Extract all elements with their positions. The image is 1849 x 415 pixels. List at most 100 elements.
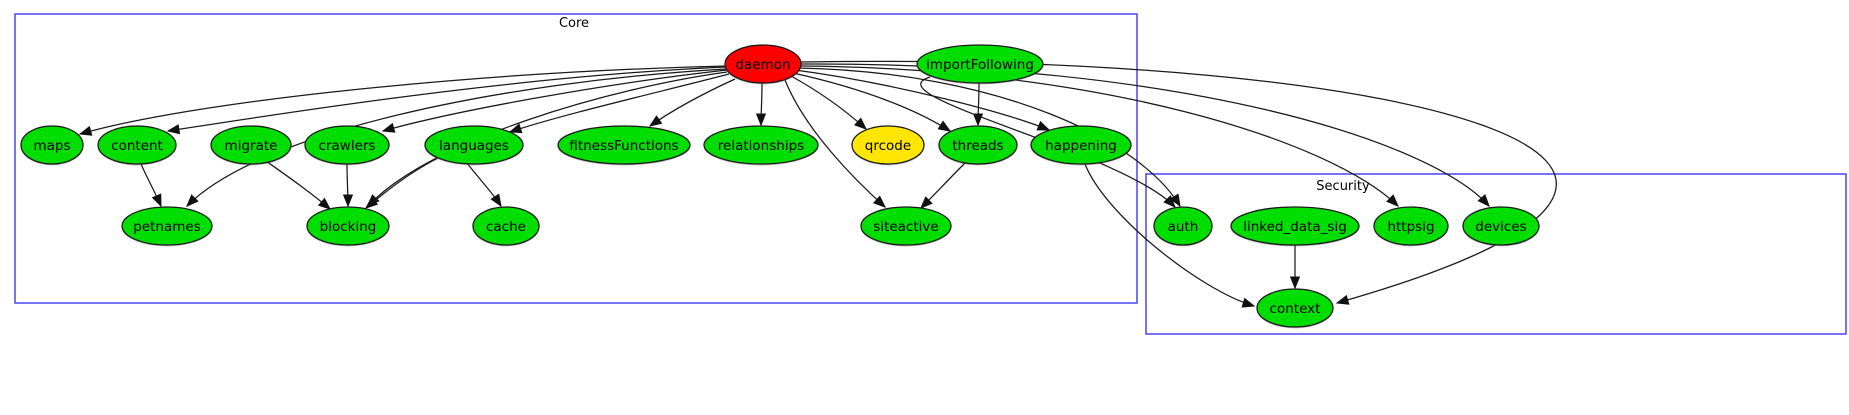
cluster-label-security: Security [1316, 179, 1370, 194]
edge-daemon-siteactive [784, 79, 887, 208]
node-httpsig[interactable]: httpsig [1373, 206, 1449, 247]
node-label-importFollowing: importFollowing [926, 57, 1034, 73]
node-ellipse-maps[interactable] [20, 125, 84, 165]
node-label-auth: auth [1168, 219, 1199, 235]
node-languages[interactable]: languages [424, 125, 524, 166]
cluster-label-core: Core [559, 16, 589, 31]
arrowhead-daemon-languages [508, 123, 523, 134]
node-label-linked_data_sig: linked_data_sig [1243, 219, 1347, 235]
node-content[interactable]: content [97, 125, 177, 166]
node-ellipse-cache[interactable] [472, 206, 540, 246]
cluster-core: Core [14, 13, 1138, 304]
arrowhead-happening-context [1241, 297, 1256, 308]
node-label-cache: cache [486, 219, 526, 235]
node-label-fitnessFunctions: fitnessFunctions [569, 138, 678, 154]
node-relationships[interactable]: relationships [703, 125, 819, 166]
edge-path-daemon-threads [792, 72, 951, 132]
edge-migrate-blocking [265, 160, 332, 210]
node-ellipse-languages[interactable] [424, 125, 524, 165]
node-siteactive[interactable]: siteactive [860, 206, 952, 247]
node-auth[interactable]: auth [1153, 206, 1213, 247]
arrowhead-daemon-siteactive [873, 195, 887, 208]
edge-daemon-threads [792, 72, 952, 132]
node-ellipse-daemon[interactable] [724, 44, 802, 84]
edge-path-migrate-blocking [265, 160, 331, 210]
edge-daemon-languages [508, 73, 730, 134]
node-label-relationships: relationships [718, 138, 804, 154]
node-ellipse-content[interactable] [97, 125, 177, 165]
edge-importfollowing-threads [972, 82, 984, 127]
arrowhead-daemon-petnames [186, 194, 199, 207]
node-ellipse-petnames[interactable] [121, 206, 213, 246]
arrowhead-daemon-devices [1477, 194, 1490, 208]
node-context[interactable]: context [1256, 288, 1334, 329]
arrowhead-daemon-qrcode [854, 117, 867, 130]
arrowhead-threads-siteactive [920, 196, 933, 209]
node-ellipse-httpsig[interactable] [1373, 206, 1449, 246]
node-ellipse-migrate[interactable] [210, 125, 292, 165]
node-ellipse-happening[interactable] [1030, 125, 1132, 165]
arrowhead-crawlers-blocking [342, 194, 354, 208]
node-ellipse-linked_data_sig[interactable] [1230, 206, 1360, 246]
edge-languages-blocking [364, 156, 441, 209]
arrowhead-daemon-auth [1169, 193, 1181, 208]
node-devices[interactable]: devices [1462, 206, 1540, 247]
node-ellipse-fitnessFunctions[interactable] [557, 125, 691, 165]
edge-path-daemon-content [167, 66, 727, 132]
edge-linkeddatasig-context [1289, 244, 1301, 290]
node-petnames[interactable]: petnames [121, 206, 213, 247]
node-ellipse-relationships[interactable] [703, 125, 819, 165]
arrowhead-languages-cache [490, 193, 502, 208]
node-threads[interactable]: threads [938, 125, 1018, 166]
node-label-languages: languages [439, 138, 509, 154]
node-blocking[interactable]: blocking [306, 206, 390, 247]
cluster-border-core [14, 13, 1138, 304]
edge-path-daemon-petnames [186, 68, 727, 207]
edge-daemon-maps [78, 65, 727, 136]
node-ellipse-auth[interactable] [1153, 206, 1213, 246]
node-fitnessFunctions[interactable]: fitnessFunctions [557, 125, 691, 166]
node-happening[interactable]: happening [1030, 125, 1132, 166]
node-daemon[interactable]: daemon [724, 44, 802, 85]
node-label-qrcode: qrcode [865, 138, 911, 154]
node-label-threads: threads [952, 138, 1003, 154]
node-label-blocking: blocking [320, 219, 377, 235]
arrowhead-daemon-context [1335, 294, 1350, 305]
edge-crawlers-blocking [342, 163, 354, 208]
edge-languages-cache [466, 162, 502, 208]
node-ellipse-devices[interactable] [1462, 206, 1540, 246]
node-maps[interactable]: maps [20, 125, 84, 166]
node-importFollowing[interactable]: importFollowing [916, 44, 1044, 85]
edge-path-daemon-auth [797, 67, 1181, 207]
node-ellipse-threads[interactable] [938, 125, 1018, 165]
node-linked_data_sig[interactable]: linked_data_sig [1230, 206, 1360, 247]
edge-daemon-fitness [648, 78, 736, 127]
node-cache[interactable]: cache [472, 206, 540, 247]
node-label-context: context [1270, 301, 1321, 317]
node-ellipse-crawlers[interactable] [304, 125, 390, 165]
edge-path-importfollowing-auth [920, 76, 1176, 208]
arrowhead-daemon-threads [937, 120, 952, 132]
node-label-daemon: daemon [735, 57, 790, 73]
node-ellipse-context[interactable] [1256, 288, 1334, 328]
node-crawlers[interactable]: crawlers [304, 125, 390, 166]
node-label-devices: devices [1475, 219, 1526, 235]
edge-layer [78, 60, 1557, 308]
edge-daemon-petnames [186, 68, 727, 207]
node-ellipse-importFollowing[interactable] [916, 44, 1044, 84]
node-migrate[interactable]: migrate [210, 125, 292, 166]
node-label-content: content [111, 138, 163, 154]
node-ellipse-qrcode[interactable] [851, 125, 925, 165]
node-layer: daemon importFollowing maps content migrate c… [20, 44, 1540, 329]
node-ellipse-siteactive[interactable] [860, 206, 952, 246]
node-qrcode[interactable]: qrcode [851, 125, 925, 166]
edge-daemon-qrcode [790, 75, 867, 130]
edge-path-daemon-languages [509, 73, 730, 133]
arrowhead-migrate-blocking [317, 197, 332, 210]
arrowhead-daemon-httpsig [1386, 194, 1399, 207]
cluster-security: Security [1145, 173, 1847, 335]
node-ellipse-blocking[interactable] [306, 206, 390, 246]
node-label-maps: maps [33, 138, 70, 154]
arrowhead-content-petnames [151, 193, 162, 208]
